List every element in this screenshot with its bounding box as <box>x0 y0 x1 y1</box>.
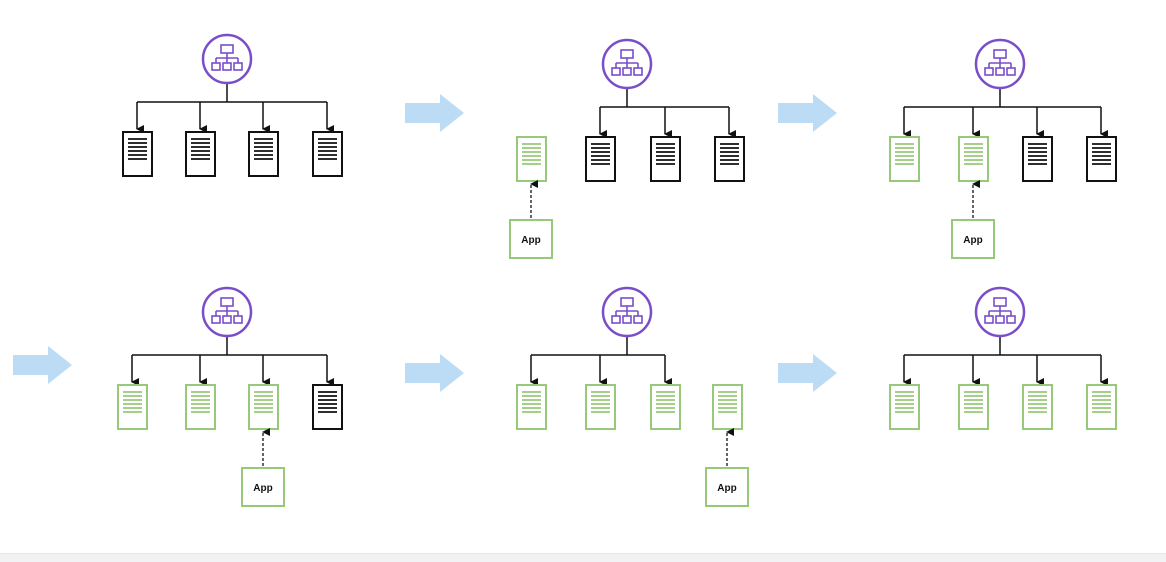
server-icon <box>650 384 681 430</box>
network-hierarchy-icon <box>974 38 1026 90</box>
server-icon <box>122 131 153 177</box>
server-icon <box>1086 384 1117 430</box>
deployment-stage-2: App <box>509 38 745 259</box>
network-hierarchy-icon <box>201 33 253 85</box>
arrow-right-icon <box>13 346 72 384</box>
server-icon <box>312 131 343 177</box>
server-icon <box>712 384 743 430</box>
server-icon <box>185 384 216 430</box>
network-hierarchy-icon <box>601 286 653 338</box>
connector-lines <box>903 336 1108 386</box>
app-label: App <box>521 235 540 246</box>
app-box: App <box>509 219 553 259</box>
arrow-right-icon <box>778 94 837 132</box>
deployment-stage-5: App <box>516 286 749 507</box>
app-box: App <box>241 467 285 507</box>
arrow-right-icon <box>405 354 464 392</box>
connector-lines <box>530 336 672 386</box>
deployment-stage-4: App <box>117 286 343 507</box>
server-icon <box>958 384 989 430</box>
connector-lines <box>136 83 334 133</box>
server-icon <box>312 384 343 430</box>
server-icon <box>958 136 989 182</box>
server-icon <box>714 136 745 182</box>
connector-lines <box>131 336 334 386</box>
network-hierarchy-icon <box>601 38 653 90</box>
network-hierarchy-icon <box>974 286 1026 338</box>
deployment-stage-6 <box>889 286 1117 430</box>
app-box: App <box>705 467 749 507</box>
server-icon <box>117 384 148 430</box>
server-icon <box>516 136 547 182</box>
arrow-right-icon <box>405 94 464 132</box>
deployment-stage-3: App <box>889 38 1117 259</box>
app-label: App <box>253 483 272 494</box>
server-icon <box>516 384 547 430</box>
bottom-strip <box>0 553 1166 562</box>
server-icon <box>1022 136 1053 182</box>
connector-lines <box>599 88 736 138</box>
deployment-stage-1 <box>122 33 343 177</box>
server-icon <box>248 131 279 177</box>
server-icon <box>585 136 616 182</box>
arrow-right-icon <box>778 354 837 392</box>
server-icon <box>1022 384 1053 430</box>
app-label: App <box>963 235 982 246</box>
app-box: App <box>951 219 995 259</box>
network-hierarchy-icon <box>201 286 253 338</box>
connector-lines <box>903 88 1108 138</box>
server-icon <box>248 384 279 430</box>
server-icon <box>1086 136 1117 182</box>
server-icon <box>889 136 920 182</box>
server-icon <box>585 384 616 430</box>
server-icon <box>650 136 681 182</box>
app-label: App <box>717 483 736 494</box>
server-icon <box>889 384 920 430</box>
server-icon <box>185 131 216 177</box>
